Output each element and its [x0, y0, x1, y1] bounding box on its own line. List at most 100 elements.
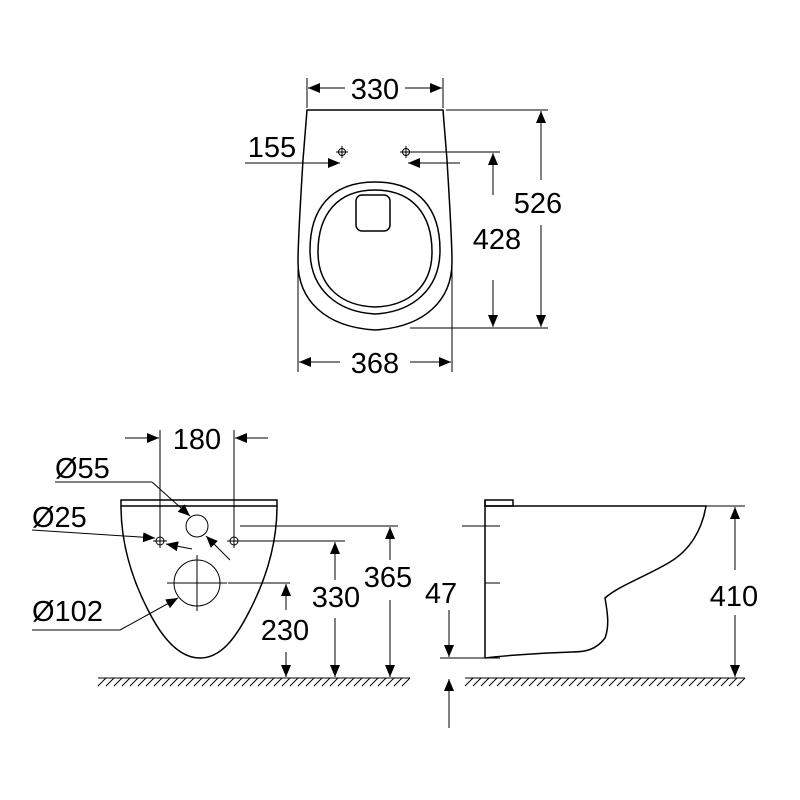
floor-left	[97, 677, 411, 687]
floor-hatch-line	[656, 677, 666, 687]
dim-d55-label: Ø55	[55, 453, 110, 485]
floor-hatch-line	[488, 677, 498, 687]
floor-hatch-line	[329, 677, 339, 687]
floor-hatch-line	[560, 677, 570, 687]
floor-hatch-line	[648, 677, 658, 687]
floor-hatch-line	[369, 677, 379, 687]
floor-hatch-line	[672, 677, 682, 687]
floor-hatch-line	[281, 677, 291, 687]
floor-hatch-line	[704, 677, 714, 687]
floor-hatch-line	[552, 677, 562, 687]
floor-hatch-line	[273, 677, 283, 687]
floor-hatch-line	[321, 677, 331, 687]
floor-hatch-line	[201, 677, 211, 687]
floor-hatch-line	[217, 677, 227, 687]
floor-hatch-line	[496, 677, 506, 687]
floor-hatch-line	[377, 677, 387, 687]
floor-hatch-line	[137, 677, 147, 687]
floor-hatch-line	[121, 677, 131, 687]
floor-hatch-line	[177, 677, 187, 687]
dim-330-front-label: 330	[312, 582, 360, 614]
floor-hatch-line	[393, 677, 403, 687]
floor-hatch-line	[512, 677, 522, 687]
floor-hatch-line	[640, 677, 650, 687]
dim-368-label: 368	[351, 348, 399, 380]
top-bowl-outline	[297, 109, 453, 331]
floor-hatch-line	[257, 677, 267, 687]
dim-330-label: 330	[351, 74, 399, 106]
dim-410-label: 410	[710, 581, 758, 613]
front-bowl-outline	[120, 499, 278, 659]
floor-hatch-line	[472, 677, 482, 687]
floor-hatch-line	[536, 677, 546, 687]
top-bowl-opening	[317, 189, 433, 308]
floor-hatch-line	[576, 677, 586, 687]
side-bowl-profile	[484, 505, 707, 659]
dim-180-label: 180	[173, 424, 221, 456]
top-view: 330 155 428 526 368	[245, 74, 562, 380]
floor-hatch-line	[680, 677, 690, 687]
floor-hatch-line	[568, 677, 578, 687]
floor-hatch-line	[233, 677, 243, 687]
floor-hatch-line	[712, 677, 722, 687]
floor-hatch-line	[161, 677, 171, 687]
front-view: 180 Ø55 Ø25 Ø102 230 330 365	[31, 424, 412, 687]
floor-hatch-line	[584, 677, 594, 687]
floor-hatch-line	[241, 677, 251, 687]
floor-hatch-line	[464, 677, 474, 687]
dim-47-label: 47	[425, 578, 457, 610]
side-view: 410 47	[425, 499, 758, 728]
dim-230-label: 230	[261, 615, 309, 647]
top-rim-outlet	[355, 194, 391, 232]
dim-428-label: 428	[473, 224, 521, 256]
floor-hatch-line	[97, 677, 107, 687]
floor-hatch-line	[129, 677, 139, 687]
seat-hole-right	[400, 146, 412, 158]
floor-hatch-line	[225, 677, 235, 687]
floor-hatch-line	[305, 677, 315, 687]
floor-hatch-line	[528, 677, 538, 687]
dim-526-label: 526	[514, 188, 562, 220]
floor-hatch-line	[193, 677, 203, 687]
floor-hatch-line	[728, 677, 738, 687]
dim-d25-label: Ø25	[32, 502, 87, 534]
floor-hatch-line	[313, 677, 323, 687]
floor-hatch-line	[297, 677, 307, 687]
dim-d102-label: Ø102	[32, 596, 103, 628]
floor-right	[464, 677, 746, 687]
floor-hatch-line	[353, 677, 363, 687]
floor-hatch-line	[401, 677, 411, 687]
floor-hatch-line	[361, 677, 371, 687]
floor-hatch-line	[153, 677, 163, 687]
floor-hatch-line	[664, 677, 674, 687]
floor-hatch-line	[169, 677, 179, 687]
floor-hatch-line	[736, 677, 746, 687]
floor-hatch-line	[480, 677, 490, 687]
dim-365-label: 365	[364, 562, 412, 594]
floor-hatch-line	[113, 677, 123, 687]
floor-hatch-line	[600, 677, 610, 687]
floor-hatch-line	[265, 677, 275, 687]
floor-hatch-line	[105, 677, 115, 687]
dim-155-label: 155	[248, 132, 296, 164]
floor-hatch-line	[289, 677, 299, 687]
floor-hatch-line	[520, 677, 530, 687]
floor-hatch-line	[337, 677, 347, 687]
floor-hatch-line	[688, 677, 698, 687]
floor-hatch-line	[504, 677, 514, 687]
floor-hatch-line	[696, 677, 706, 687]
floor-hatch-line	[249, 677, 259, 687]
floor-hatch-line	[632, 677, 642, 687]
floor-hatch-line	[592, 677, 602, 687]
side-wall-line	[484, 499, 514, 507]
floor-hatch-line	[608, 677, 618, 687]
floor-hatch-line	[185, 677, 195, 687]
floor-hatch-line	[544, 677, 554, 687]
seat-hole-left	[336, 146, 348, 158]
floor-hatch-line	[385, 677, 395, 687]
floor-hatch-line	[624, 677, 634, 687]
floor-hatch-line	[616, 677, 626, 687]
top-seat-rim	[309, 181, 441, 315]
floor-hatch-line	[209, 677, 219, 687]
